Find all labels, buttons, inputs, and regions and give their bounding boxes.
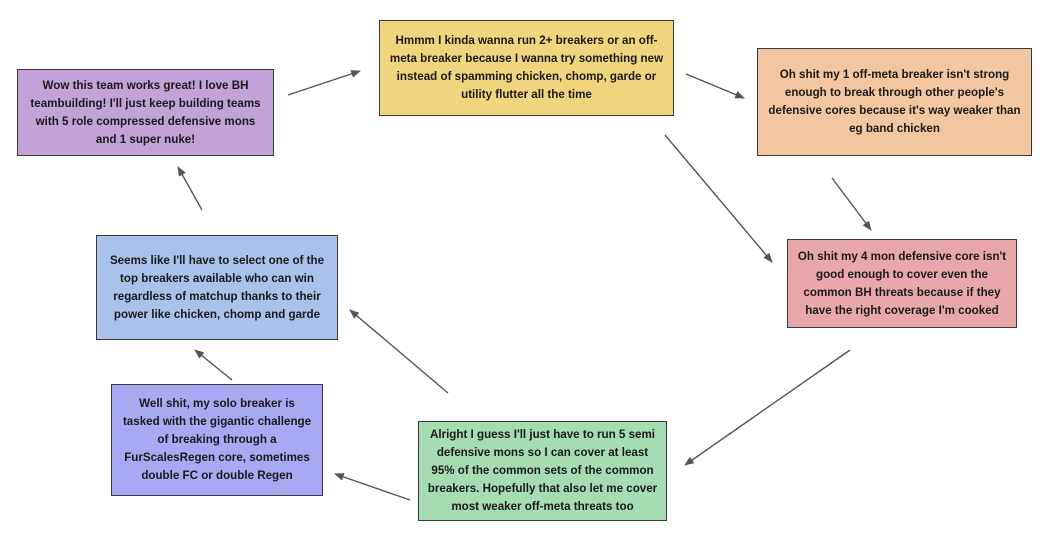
cycle-step-2-want-more-breakers: Hmmm I kinda wanna run 2+ breakers or an… <box>379 20 674 116</box>
node-text: Alright I guess I'll just have to run 5 … <box>427 428 658 513</box>
arrow-n5-to-n6 <box>334 473 411 501</box>
arrow-n2-to-n4 <box>664 134 773 263</box>
cycle-step-3-breaker-too-weak: Oh shit my 1 off-meta breaker isn't stro… <box>757 48 1032 156</box>
arrow-n3-to-n4 <box>831 177 872 231</box>
arrow-n7-to-n1 <box>177 166 203 211</box>
node-text: Oh shit my 4 mon defensive core isn't go… <box>797 249 1007 317</box>
arrow-n2-to-n3 <box>685 73 745 99</box>
node-text: Oh shit my 1 off-meta breaker isn't stro… <box>768 68 1021 135</box>
arrow-n4-to-n5 <box>684 349 851 466</box>
cycle-step-5-five-defensive-mons: Alright I guess I'll just have to run 5 … <box>418 421 667 521</box>
cycle-step-1-happy-teambuilding: Wow this team works great! I love BH tea… <box>17 69 274 156</box>
cycle-step-6-solo-breaker-challenge: Well shit, my solo breaker is tasked wit… <box>111 384 323 496</box>
node-text: Wow this team works great! I love BH tea… <box>30 78 261 146</box>
arrow-n5-to-n7 <box>349 309 449 394</box>
cycle-step-4-core-insufficient: Oh shit my 4 mon defensive core isn't go… <box>787 239 1017 328</box>
node-text: Well shit, my solo breaker is tasked wit… <box>122 397 312 482</box>
node-text: Hmmm I kinda wanna run 2+ breakers or an… <box>389 34 664 101</box>
arrow-n1-to-n2 <box>287 70 361 96</box>
node-text: Seems like I'll have to select one of th… <box>109 253 325 321</box>
cycle-step-7-select-top-breaker: Seems like I'll have to select one of th… <box>96 235 338 340</box>
arrow-n6-to-n7 <box>194 349 233 381</box>
